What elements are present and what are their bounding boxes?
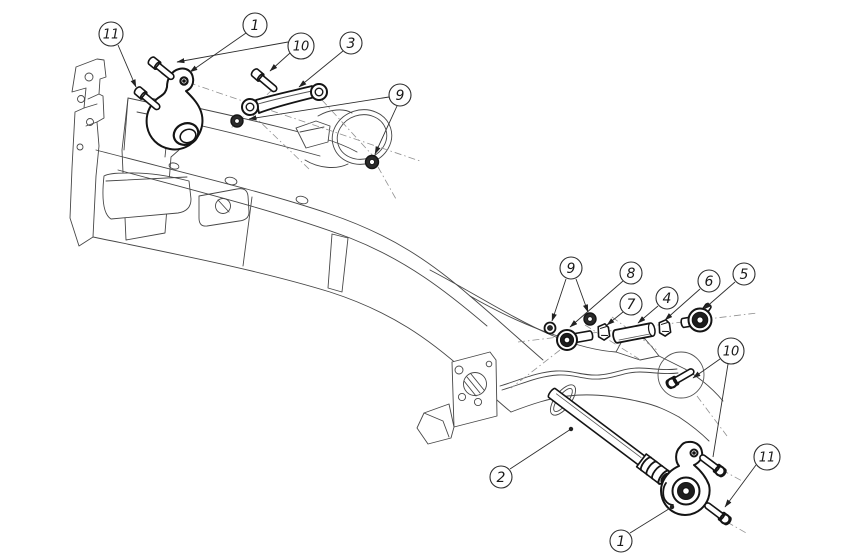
callout-number: 10: [293, 40, 310, 55]
leader-line: [712, 363, 729, 458]
leader-line: [189, 32, 247, 73]
callout-11-12: 11: [724, 443, 781, 508]
callout-number: 2: [497, 470, 506, 486]
callout-balloon: [242, 12, 268, 38]
callout-number: 11: [103, 28, 120, 43]
part-8-rod-end-left: [556, 329, 594, 351]
callout-balloon: [619, 261, 643, 285]
callout-number: 9: [396, 88, 405, 104]
skid-plate: [103, 173, 191, 219]
leader-line: [374, 105, 398, 155]
subframe-bushing-ring: [325, 102, 399, 172]
part-1-bracket-top: [145, 67, 204, 151]
part-7-clamp: [597, 322, 611, 341]
callout-9-5: 9: [551, 256, 589, 322]
callout-number: 9: [567, 261, 576, 277]
callout-number: 1: [251, 18, 260, 34]
callout-balloon: [287, 32, 315, 60]
leader-line: [606, 311, 624, 326]
callout-balloon: [619, 292, 643, 316]
callout-10-2: 10: [176, 32, 315, 72]
callout-2-14: 2: [489, 426, 574, 489]
leader-line: [724, 464, 757, 508]
part-9-nut-left: [230, 114, 244, 128]
exploded-parts: [133, 56, 732, 526]
callout-balloon: [609, 529, 633, 553]
leader-line: [176, 41, 289, 64]
leader-line: [629, 504, 675, 534]
leader-line: [692, 358, 721, 379]
callout-balloon: [732, 262, 756, 286]
part-6-clamp: [658, 318, 672, 337]
leader-line: [551, 278, 567, 322]
left-mount-plate: [70, 59, 106, 246]
part-11-bolt-top: [133, 86, 161, 111]
callout-balloon: [697, 269, 721, 293]
cylinder-mount: [199, 189, 249, 226]
part-9-nut-ring: [364, 154, 380, 170]
callout-3-3: 3: [298, 31, 363, 88]
leader-line: [509, 426, 574, 470]
callout-number: 3: [347, 36, 356, 52]
callout-number: 6: [705, 274, 714, 290]
callout-1-1: 1: [189, 12, 268, 73]
callout-5-10: 5: [703, 262, 756, 310]
callout-balloon: [753, 443, 781, 471]
callout-number: 7: [627, 297, 636, 313]
callout-number: 8: [627, 266, 636, 282]
leader-line: [269, 52, 291, 72]
callout-number: 10: [723, 345, 740, 360]
leader-line: [637, 305, 659, 324]
callout-7-7: 7: [606, 292, 643, 326]
part-4-sleeve: [612, 322, 656, 344]
leader-line: [248, 96, 390, 121]
callout-8-6: 8: [569, 261, 643, 328]
leader-line: [575, 278, 589, 313]
callout-balloon: [655, 286, 679, 310]
callout-11-0: 11: [98, 21, 137, 88]
detail-circle: [658, 352, 704, 398]
leader-line: [569, 280, 624, 328]
callout-balloon: [388, 83, 412, 107]
part-5-rod-end-right: [680, 302, 713, 333]
part-10-bolt-middle: [250, 68, 278, 93]
callout-balloon: [559, 256, 583, 280]
center-plate: [452, 352, 497, 427]
callout-balloon: [339, 31, 363, 55]
callout-number: 1: [617, 534, 626, 550]
callout-number: 5: [740, 267, 749, 283]
leader-line: [298, 50, 344, 88]
callout-6-9: 6: [664, 269, 721, 321]
leader-line: [703, 281, 736, 310]
leader-line: [664, 288, 701, 321]
part-2-through-rod: [547, 387, 671, 485]
callout-10-11: 10: [692, 337, 745, 458]
part-9-nut-mid: [583, 312, 597, 326]
leader-line: [117, 44, 137, 88]
stabilizer-line: [500, 368, 677, 386]
callout-9-4: 9: [248, 83, 412, 155]
callout-balloon: [98, 21, 124, 47]
callout-1-13: 1: [609, 504, 675, 553]
callout-4-8: 4: [637, 286, 679, 324]
callout-number: 11: [759, 451, 776, 466]
part-9-washer-mid: [543, 321, 557, 335]
part-3-link: [241, 83, 328, 116]
part-1-bracket-bottom: [660, 440, 711, 516]
callout-balloon: [489, 465, 513, 489]
callout-balloon: [717, 337, 745, 365]
callout-number: 4: [663, 291, 672, 307]
part-10-bolt-upper-left: [147, 56, 175, 81]
